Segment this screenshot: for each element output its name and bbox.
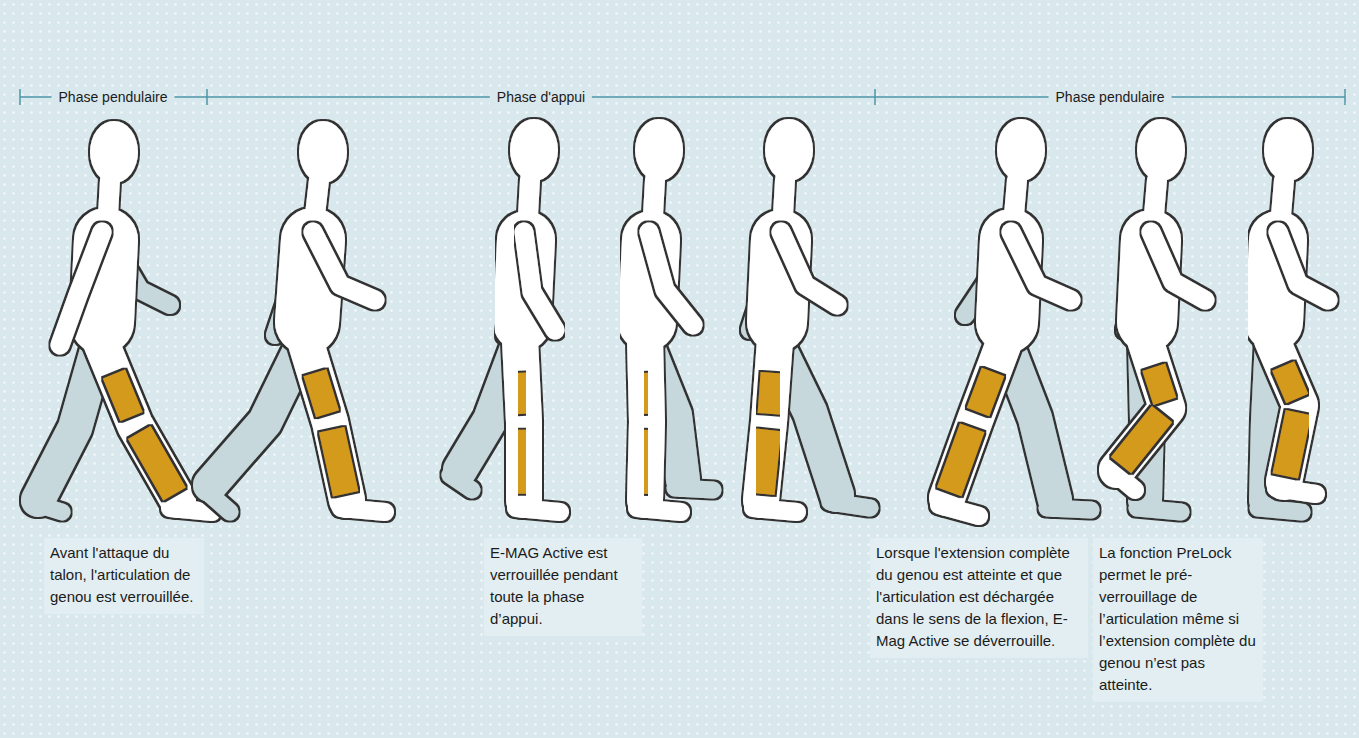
walking-figure <box>635 119 713 512</box>
walking-figure <box>30 121 212 512</box>
caption-note: Avant l'attaque du talon, l'articulation… <box>44 538 204 614</box>
phase-label: Phase pendulaire <box>1049 88 1172 106</box>
walking-figure <box>1258 119 1328 512</box>
phase-label: Phase d'appui <box>490 88 592 106</box>
phase-bracket <box>20 89 1345 105</box>
walking-figure <box>1109 119 1205 512</box>
phase-label: Phase pendulaire <box>52 88 175 106</box>
walking-figure <box>750 119 870 512</box>
caption-note: Lorsque l'extension complète du genou es… <box>870 538 1088 658</box>
walking-figure <box>939 119 1091 516</box>
caption-note: E-MAG Active est verrouillée pendant tou… <box>484 538 642 636</box>
caption-note: La fonction PreLock permet le pré-verrou… <box>1093 538 1263 702</box>
walking-figure <box>205 121 385 512</box>
walking-figure <box>450 119 560 512</box>
